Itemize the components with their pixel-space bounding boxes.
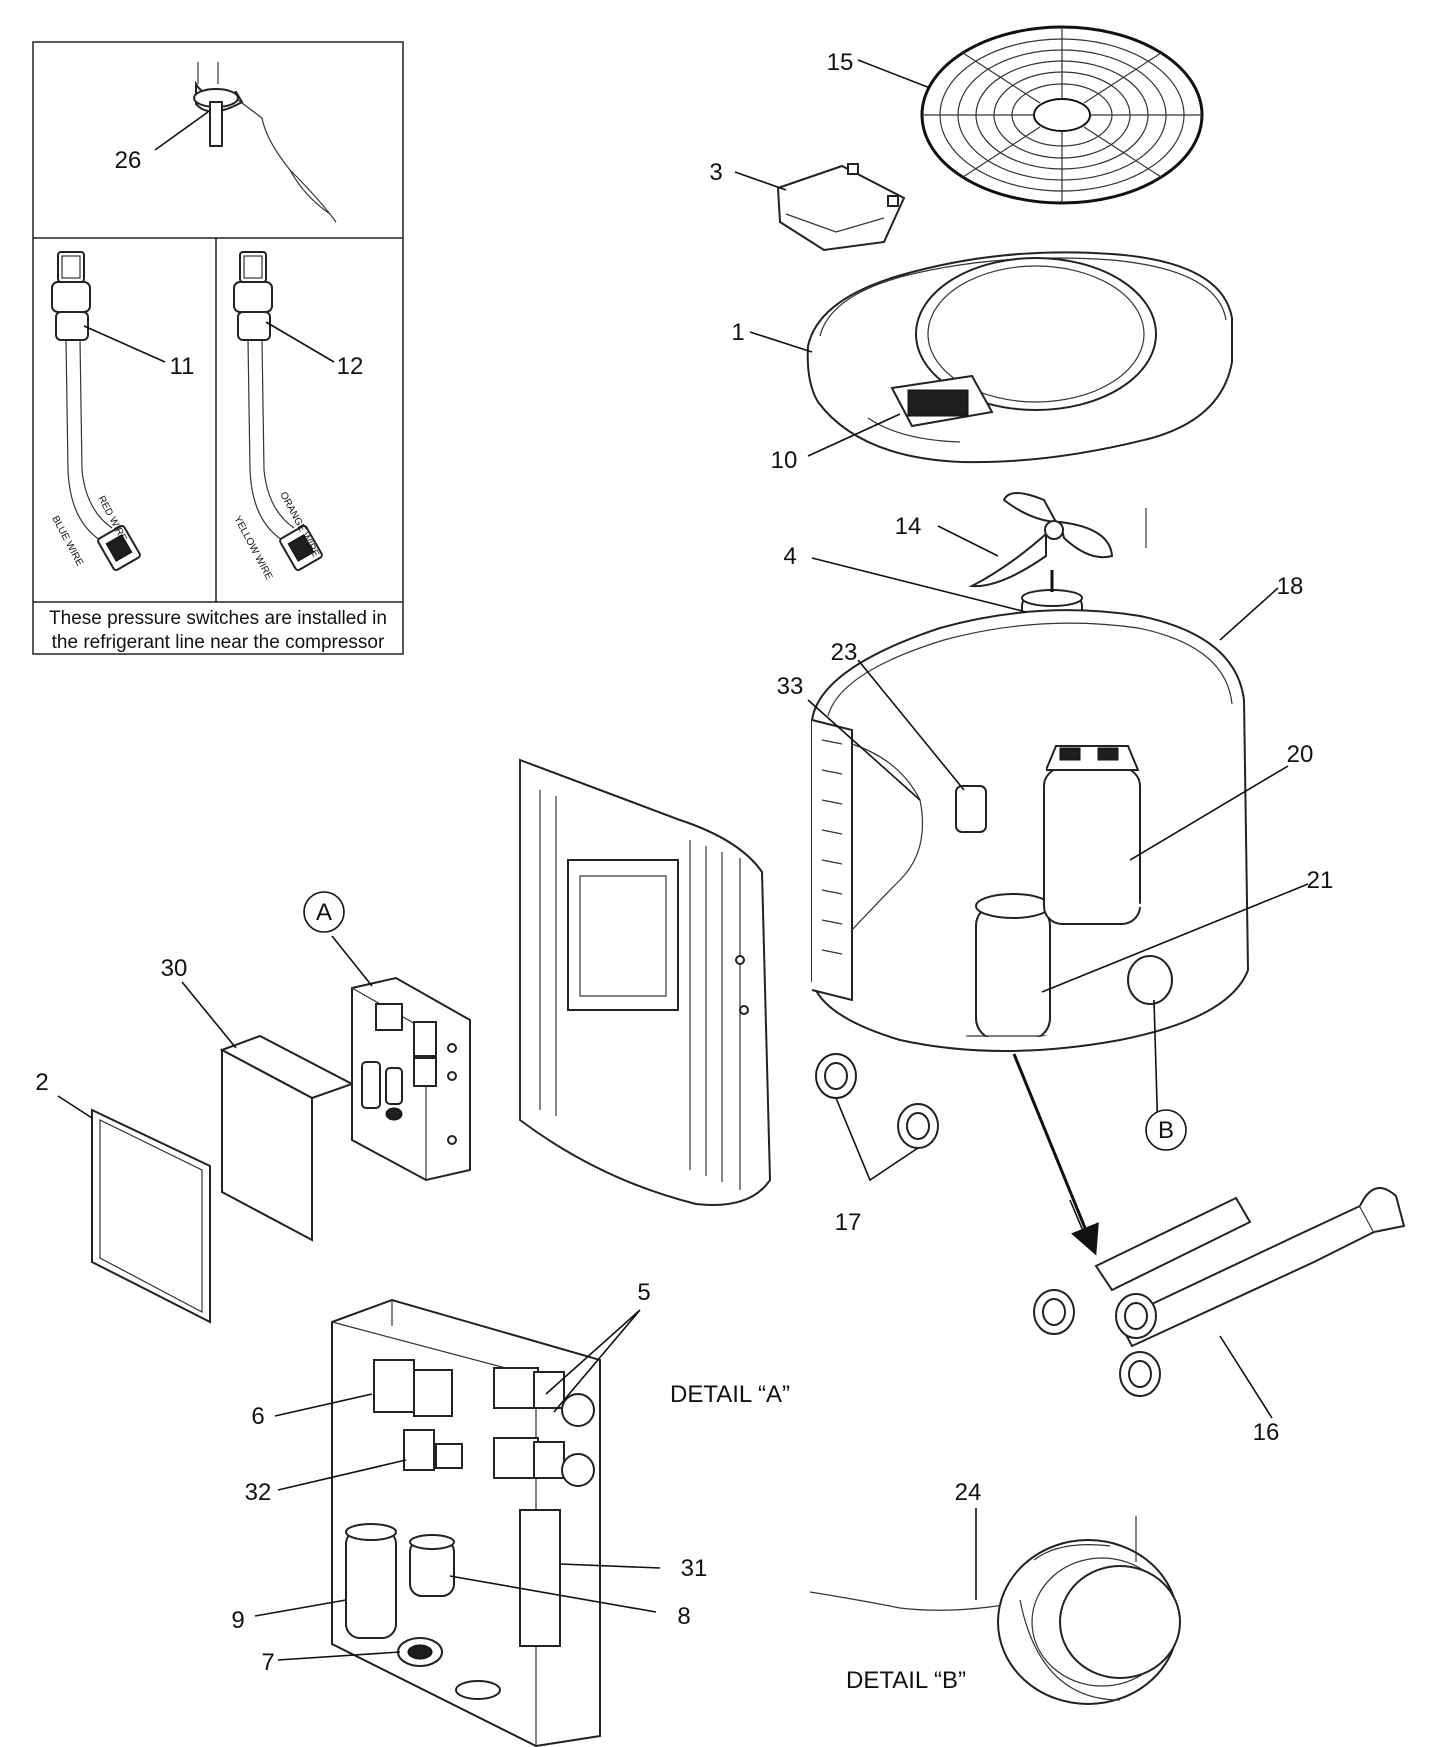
callout-11: 11 — [170, 353, 195, 380]
callout-12: 12 — [337, 353, 364, 380]
callout-17: 17 — [835, 1209, 862, 1236]
callout-8: 8 — [677, 1603, 690, 1630]
callout-14: 14 — [895, 513, 922, 540]
front-panel-drawing — [519, 758, 772, 1206]
callout-5: 5 — [637, 1279, 650, 1306]
fan-grill-drawing — [920, 25, 1204, 205]
callout-4: 4 — [783, 543, 796, 570]
cabinet-base-drawing — [811, 609, 1250, 1149]
callout-15: 15 — [827, 49, 854, 76]
detail-b-title: DETAIL “B” — [846, 1667, 966, 1694]
callout-31: 31 — [681, 1555, 708, 1582]
callout-23: 23 — [831, 639, 858, 666]
sensor-clip-drawing — [193, 62, 337, 223]
callout-1: 1 — [731, 319, 744, 346]
top-panel-drawing — [806, 251, 1233, 464]
callout-10: 10 — [771, 447, 798, 474]
cover-drawing — [776, 163, 906, 252]
fan-blade-drawing — [968, 492, 1147, 588]
callout-2: 2 — [35, 1069, 48, 1096]
callout-30: 30 — [161, 955, 188, 982]
plumbing-manifold-drawing — [1033, 1187, 1406, 1397]
callout-21: 21 — [1307, 867, 1334, 894]
callout-6: 6 — [251, 1403, 264, 1430]
detail-a-control-box-drawing — [331, 1298, 601, 1747]
callout-7: 7 — [261, 1649, 274, 1676]
callout-circle-b — [1145, 1109, 1187, 1151]
callout-9: 9 — [231, 1607, 244, 1634]
access-panel-2-drawing — [91, 1108, 211, 1324]
callout-20: 20 — [1287, 741, 1314, 768]
pressure-switch-inset: RED WIRE BLUE WIRE ORANGE WIRE YELLOW WI… — [32, 41, 404, 655]
control-box-a-drawing — [351, 976, 471, 1182]
cover-30-drawing — [219, 1034, 355, 1242]
pressure-switch-11-drawing — [51, 251, 141, 571]
callout-24: 24 — [955, 1479, 982, 1506]
callout-circle-a — [303, 891, 345, 933]
inset-note-line-1: These pressure switches are installed in — [49, 608, 387, 629]
callout-a: A — [316, 899, 332, 926]
inset-note-line-2: the refrigerant line near the compressor — [52, 632, 385, 653]
detail-a-title: DETAIL “A” — [670, 1381, 790, 1408]
callout-b: B — [1158, 1117, 1174, 1144]
callout-18: 18 — [1277, 573, 1304, 600]
callout-26: 26 — [115, 147, 142, 174]
pressure-switch-12-drawing — [233, 251, 323, 571]
callout-32: 32 — [245, 1479, 272, 1506]
callout-33: 33 — [777, 673, 804, 700]
detail-b-drawing — [809, 1516, 1181, 1705]
callout-3: 3 — [709, 159, 722, 186]
callout-16: 16 — [1253, 1419, 1280, 1446]
callout-leaders — [57, 59, 1309, 1661]
